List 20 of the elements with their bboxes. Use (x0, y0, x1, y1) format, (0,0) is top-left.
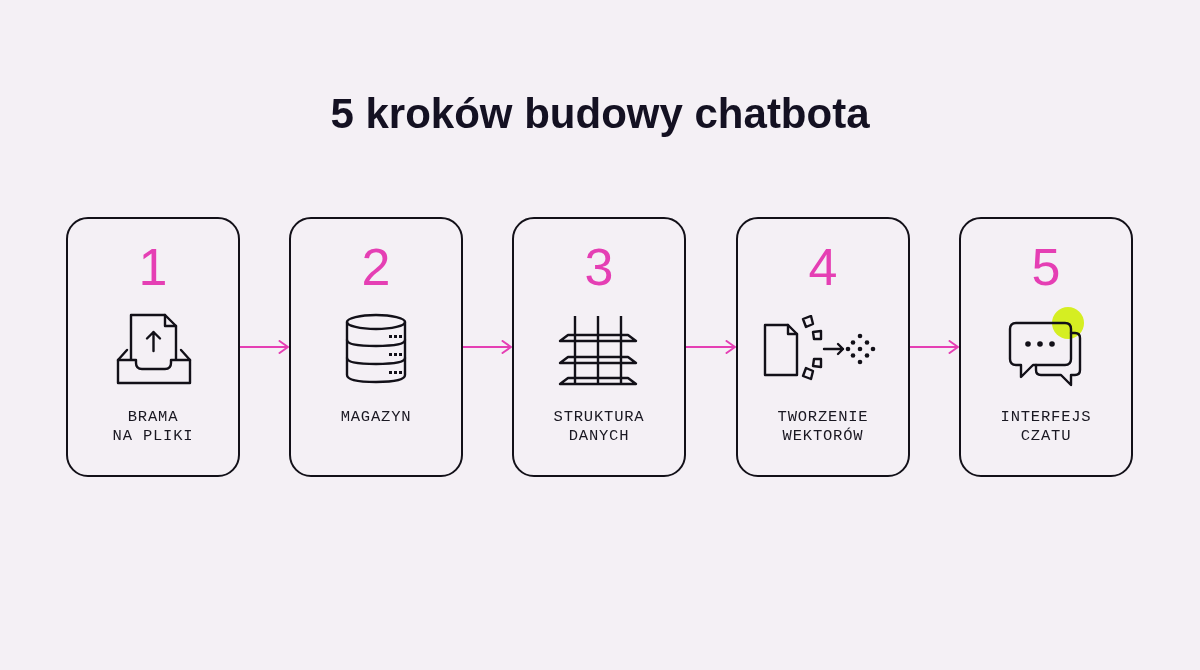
step-label: MAGAZYN (339, 408, 413, 427)
step-number: 1 (138, 241, 168, 293)
diagram-title: 5 kroków budowy chatbota (330, 89, 870, 139)
step-number: 3 (584, 241, 614, 293)
arrow (685, 340, 736, 354)
step-card (512, 217, 686, 477)
step-card (289, 217, 463, 477)
step-number: 2 (361, 241, 391, 293)
step-card (959, 217, 1133, 477)
step-label: INTERFEJS CZATU (999, 408, 1093, 446)
arrow (239, 340, 289, 354)
step-card (66, 217, 240, 477)
step-label: BRAMA NA PLIKI (111, 408, 195, 446)
arrow (462, 340, 512, 354)
step-number: 5 (1031, 241, 1061, 293)
arrow (909, 340, 959, 354)
step-number: 4 (808, 241, 838, 293)
step-label: TWORZENIE WEKTORÓW (776, 408, 870, 446)
step-card (736, 217, 910, 477)
step-label: STRUKTURA DANYCH (552, 408, 646, 446)
